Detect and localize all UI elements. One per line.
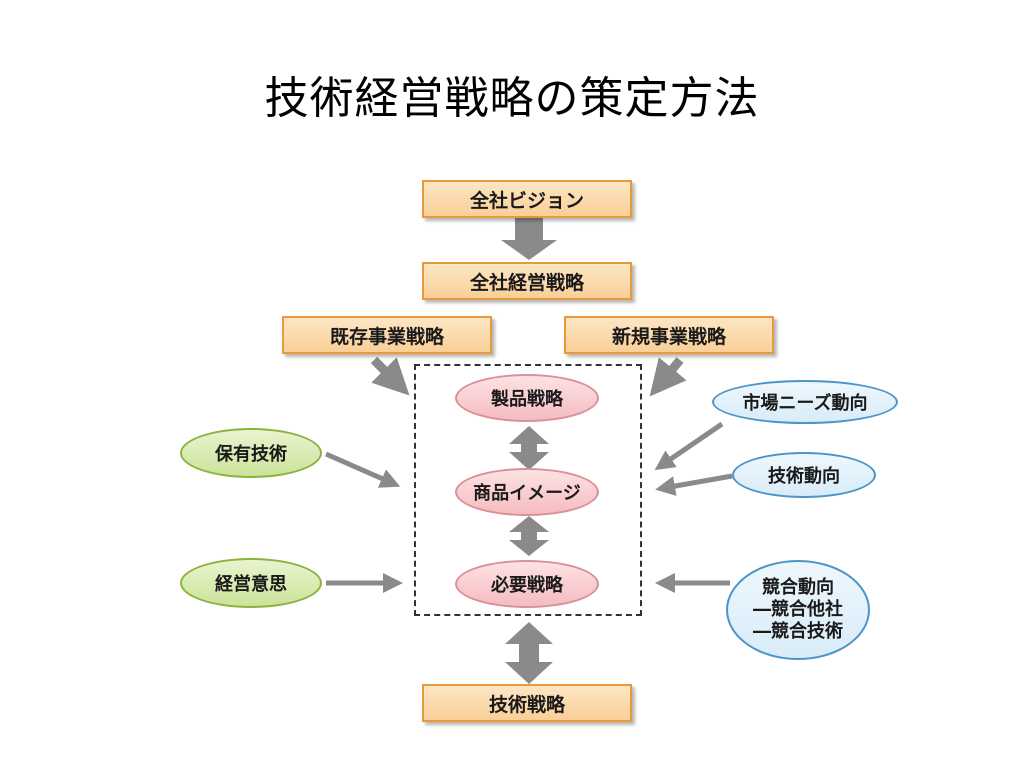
node-product-strategy: 製品戦略	[455, 374, 599, 422]
arrow-product-to-image	[509, 426, 549, 470]
arrow-owned-tech-to-box	[324, 451, 401, 488]
node-new-business: 新規事業戦略	[564, 316, 774, 354]
arrow-vision-to-strategy	[501, 218, 557, 260]
node-owned-technology: 保有技術	[180, 428, 322, 478]
page-title: 技術経営戦略の策定方法	[264, 73, 760, 124]
arrow-techtrend-to-box	[655, 473, 733, 496]
node-existing-business: 既存事業戦略	[282, 316, 492, 354]
arrow-new-to-box	[649, 357, 687, 397]
arrow-market-to-box	[654, 421, 724, 471]
node-company-strategy: 全社経営戦略	[422, 262, 632, 300]
competition-line-1: 競合動向	[762, 577, 834, 598]
competition-line-3: ―競合技術	[753, 621, 843, 642]
node-company-vision: 全社ビジョン	[422, 180, 632, 218]
node-technology-strategy: 技術戦略	[422, 684, 632, 722]
arrow-existing-to-box	[370, 356, 410, 396]
competition-line-2: ―競合他社	[753, 599, 843, 620]
node-management-intent: 経営意思	[180, 558, 322, 608]
node-competition: 競合動向 ―競合他社 ―競合技術	[726, 560, 870, 660]
arrow-box-to-technology	[505, 622, 553, 684]
arrow-image-to-required	[509, 516, 549, 556]
node-required-strategy: 必要戦略	[455, 560, 599, 608]
strategy-group-frame	[414, 364, 642, 616]
node-tech-trends: 技術動向	[732, 452, 876, 498]
node-product-image: 商品イメージ	[455, 468, 599, 516]
node-market-needs: 市場ニーズ動向	[712, 380, 898, 424]
